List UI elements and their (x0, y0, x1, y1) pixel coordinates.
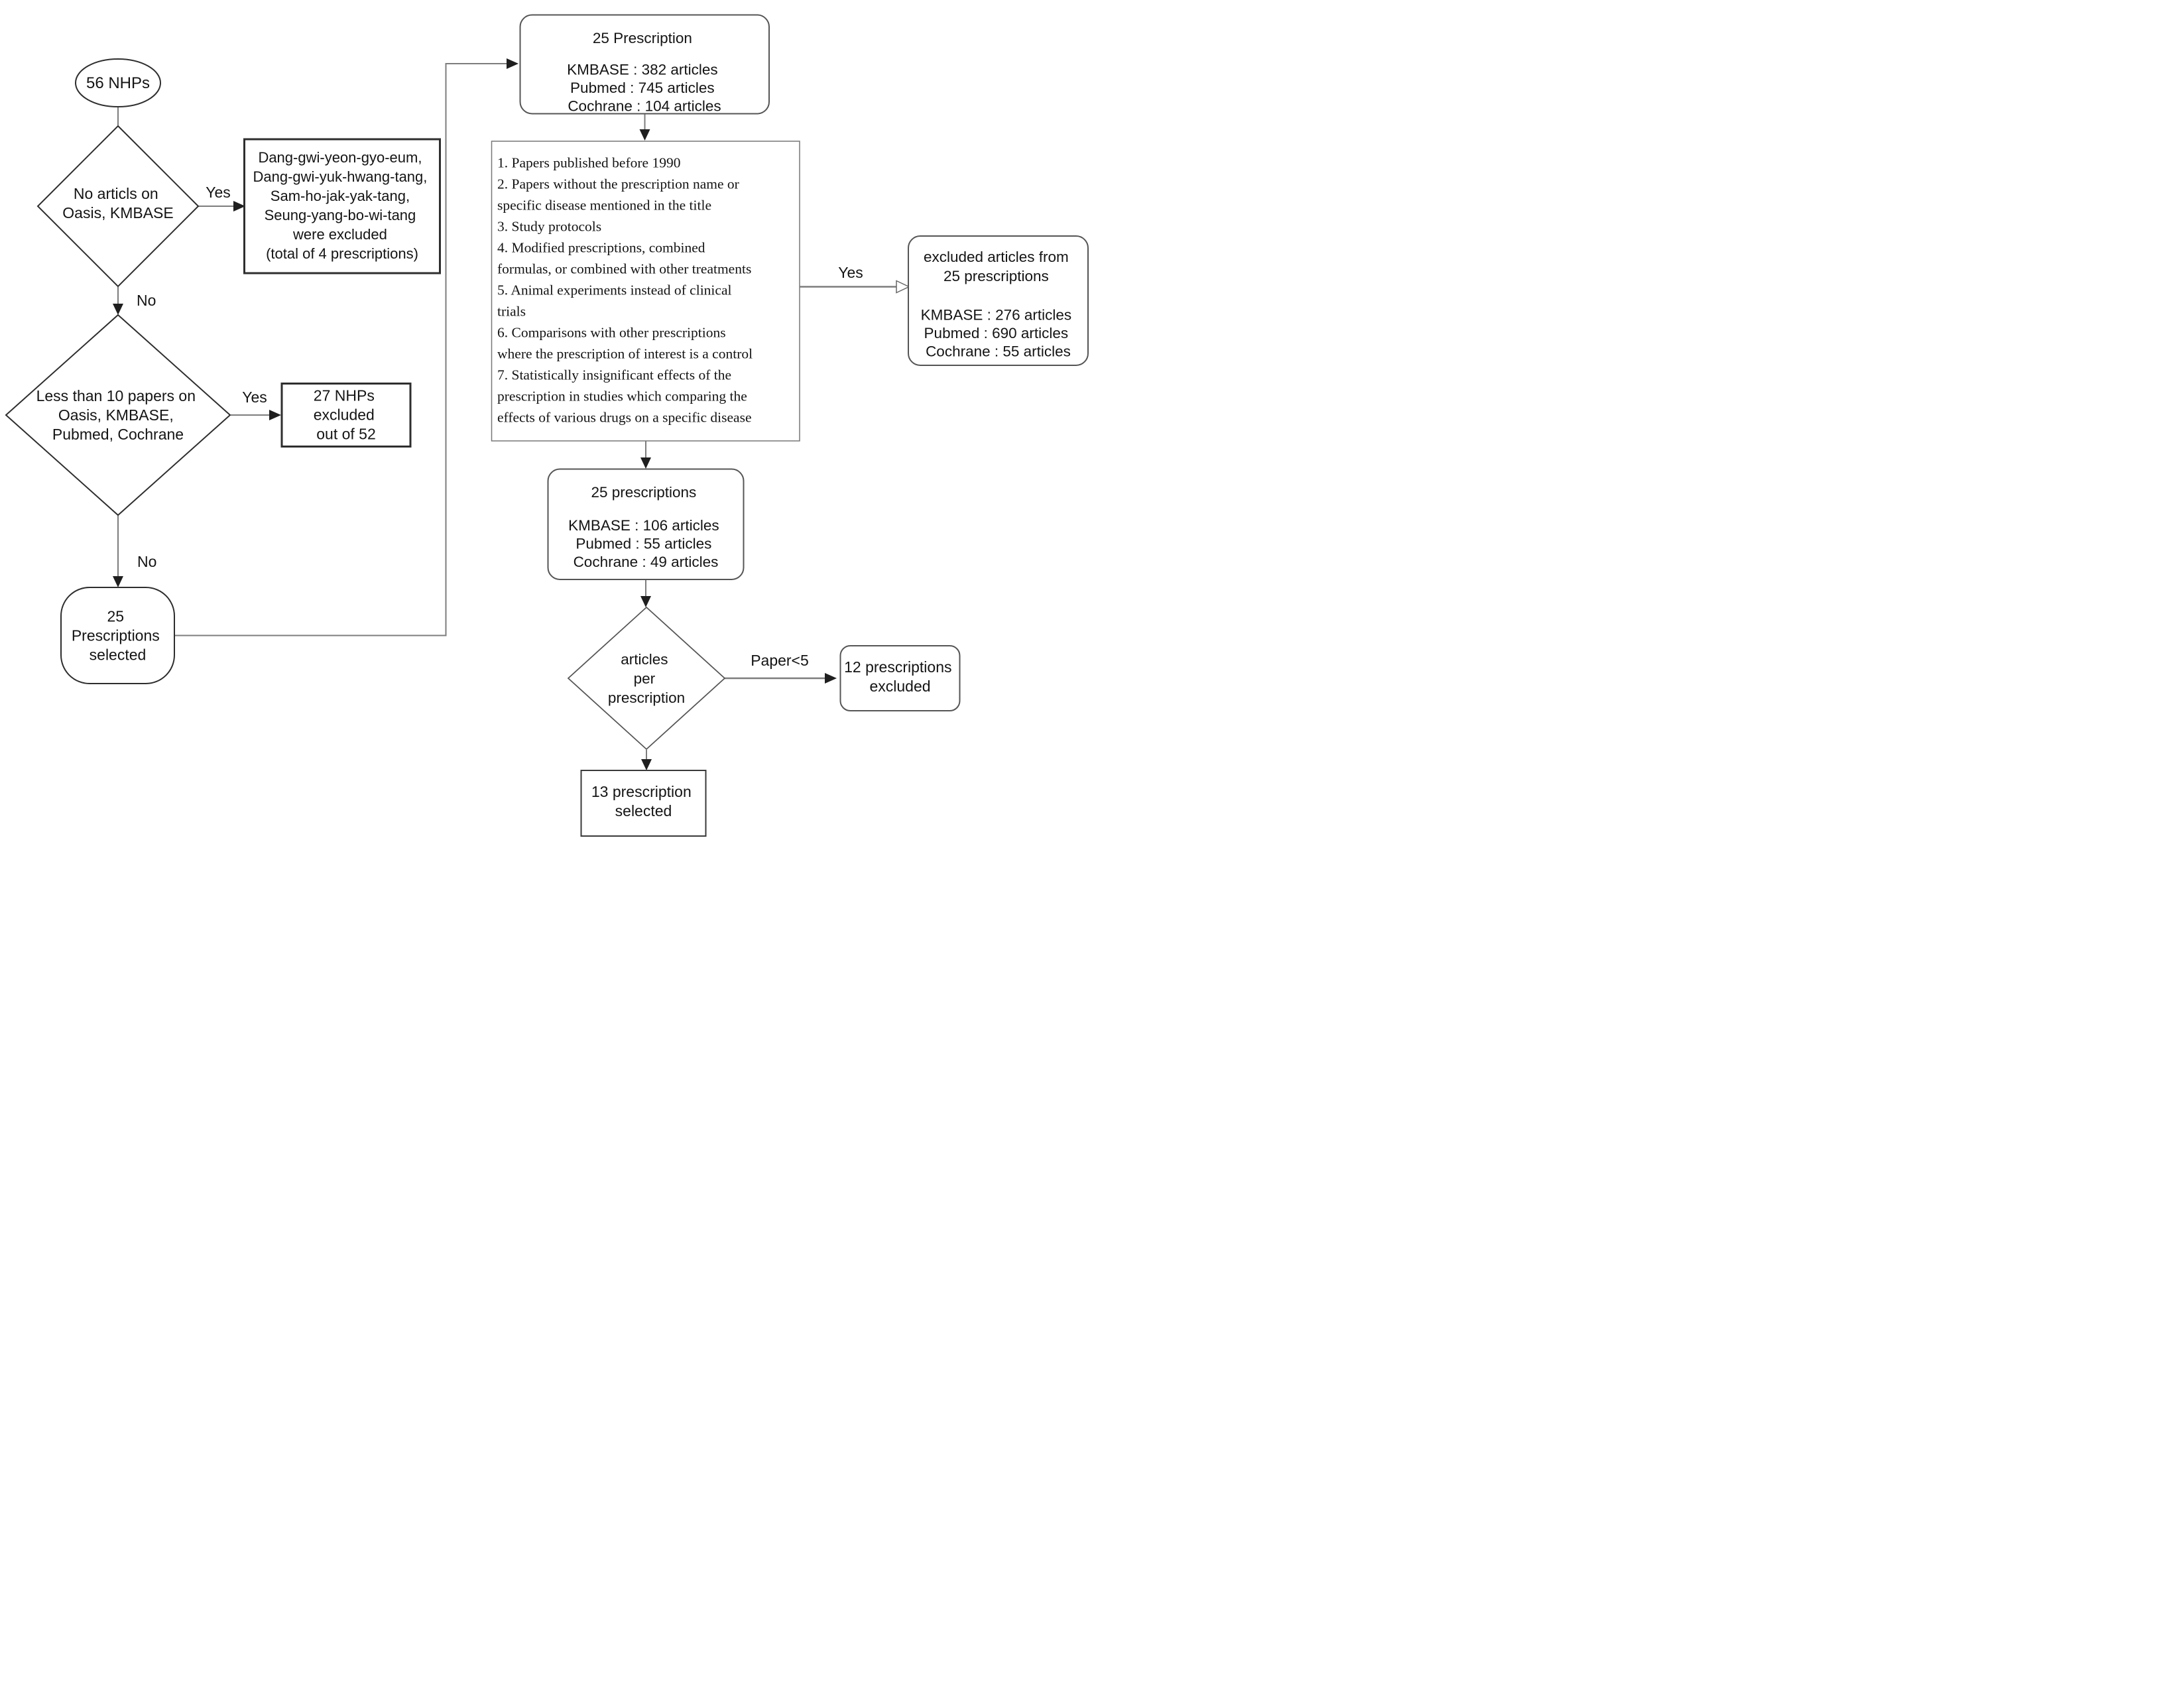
edge-stadium-to-box1 (174, 63, 507, 636)
stadium-label: 25 Prescriptions selected (72, 608, 164, 664)
edge-label-no-2: No (137, 553, 156, 570)
decision-diamond-oasis (36, 125, 200, 288)
decision-diamond-less-than-10 (5, 314, 231, 516)
start-ellipse (75, 58, 161, 107)
search-results-label: 25 Prescription KMBASE : 382 articles Pu… (567, 30, 722, 115)
excluded-12-box (839, 645, 961, 711)
excluded-articles-label: excluded articles from 25 prescriptions … (921, 249, 1076, 360)
arrowhead (113, 576, 123, 587)
search-results-box (519, 14, 770, 115)
screened-25-label: 25 prescriptions KMBASE : 106 articles P… (568, 484, 723, 570)
excluded-articles-box (908, 235, 1089, 366)
exclusion-criteria-box (491, 141, 800, 442)
excluded-27-nhps-box (280, 383, 412, 448)
edge-label-yes-1: Yes (206, 184, 231, 201)
arrowhead (825, 673, 837, 684)
flowchart-canvas: 56 NHPs No articls on Oasis, KMBASE Dang… (5, 14, 1089, 837)
stadium-25-prescriptions-selected (60, 587, 175, 684)
arrowhead (640, 596, 651, 607)
decision-articles-per-prescription-label: articles per prescription (608, 651, 685, 706)
start-label: 56 NHPs (86, 74, 150, 92)
final-13-label: 13 prescription selected (591, 783, 696, 819)
arrowhead (507, 58, 518, 69)
arrowhead (640, 457, 651, 469)
excluded-prescriptions-label: Dang-gwi-yeon-gyo-eum, Dang-gwi-yuk-hwan… (253, 149, 431, 262)
edge-label-no-1: No (137, 292, 156, 309)
edge-label-paper-lt-5: Paper<5 (751, 652, 809, 669)
screened-25-box (547, 468, 745, 580)
hollow-arrowhead (896, 280, 910, 294)
excluded-prescriptions-box (243, 138, 441, 274)
excluded-12-label: 12 prescriptions excluded (844, 658, 956, 695)
arrowhead (113, 304, 123, 315)
final-13-box (580, 770, 707, 837)
exclusion-criteria-text: 1. Papers published before 1990 2. Paper… (497, 155, 756, 426)
excluded-27-nhps-label: 27 NHPs excluded out of 52 (314, 387, 379, 443)
arrowhead (641, 759, 652, 770)
decision-less-than-10-label: Less than 10 papers on Oasis, KMBASE, Pu… (36, 387, 200, 443)
arrowhead (233, 201, 245, 211)
prescription-selection-flowchart: 56 NHPs No articls on Oasis, KMBASE Dang… (0, 0, 1092, 845)
arrowhead (269, 410, 281, 420)
decision-diamond-articles-per-prescription (567, 606, 726, 751)
decision-oasis-label: No articls on Oasis, KMBASE (62, 185, 173, 221)
arrowhead (639, 129, 650, 141)
edge-label-yes-2: Yes (242, 389, 267, 406)
edge-label-yes-3: Yes (838, 264, 863, 281)
